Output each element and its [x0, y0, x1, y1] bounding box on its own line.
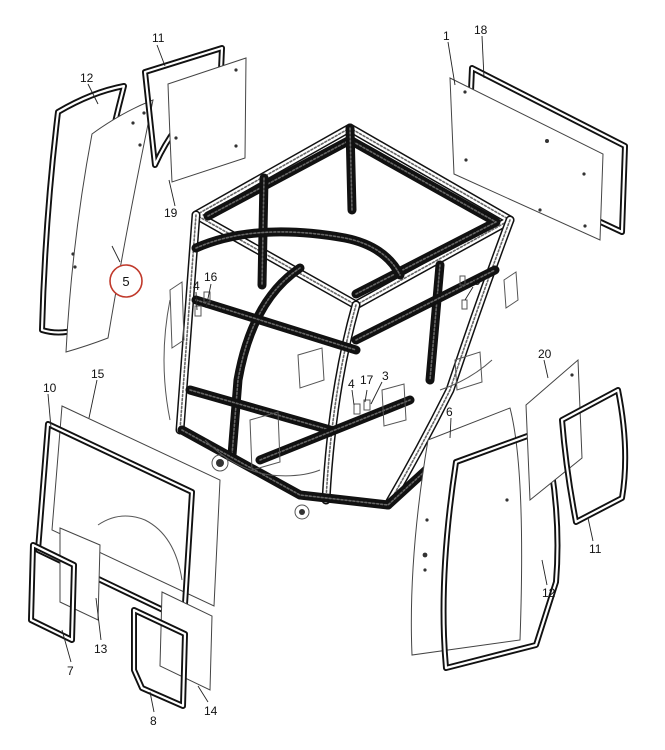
label-part-15[interactable]: 15: [91, 367, 105, 381]
wheel-hub-right: [294, 504, 310, 520]
seal-8-lower-center: [131, 607, 188, 709]
wheel-hub-left: [211, 454, 229, 472]
label-part-3[interactable]: 3: [382, 369, 389, 383]
label-part-10[interactable]: 10: [43, 381, 57, 395]
callout-ring: [109, 264, 143, 298]
glass-19-upper: [167, 57, 247, 183]
label-part-12-upper[interactable]: 12: [80, 71, 94, 85]
glass-6-right-door: [410, 407, 523, 656]
callout-label: 5: [122, 274, 129, 289]
label-part-6[interactable]: 6: [446, 405, 453, 419]
label-part-17[interactable]: 17: [360, 373, 374, 387]
label-part-4-center[interactable]: 4: [348, 377, 355, 391]
label-part-12-right[interactable]: 12: [542, 586, 556, 600]
label-part-16[interactable]: 16: [204, 270, 218, 284]
cab-frame: [163, 123, 519, 520]
label-part-19[interactable]: 19: [164, 206, 178, 220]
label-part-11-right[interactable]: 11: [589, 542, 602, 556]
glass-13-lower-left: [59, 527, 101, 621]
seal-11-right-small: [559, 387, 629, 525]
part-labels: 11 12 19 1 18 16 4 9 4 17 3 10 15 13 7 8…: [43, 23, 602, 728]
label-part-11-upper[interactable]: 11: [152, 31, 165, 45]
label-part-18[interactable]: 18: [474, 23, 488, 37]
callout-part-5[interactable]: 5: [109, 264, 143, 298]
label-part-20[interactable]: 20: [538, 347, 552, 361]
label-part-9[interactable]: 9: [474, 274, 481, 288]
label-part-7[interactable]: 7: [67, 664, 74, 678]
label-part-1[interactable]: 1: [443, 29, 450, 43]
glass-5-left-side: [65, 99, 154, 353]
glass-15-windshield: [51, 405, 221, 607]
glass-20-right-small: [525, 358, 583, 502]
label-part-14[interactable]: 14: [204, 704, 218, 718]
seal-7-lower-left: [28, 542, 77, 643]
leader-lines: [47, 35, 594, 713]
label-part-4-left[interactable]: 4: [193, 279, 200, 293]
label-part-13[interactable]: 13: [94, 642, 108, 656]
label-part-8[interactable]: 8: [150, 714, 157, 728]
glass-1-right-rear: [449, 77, 604, 241]
